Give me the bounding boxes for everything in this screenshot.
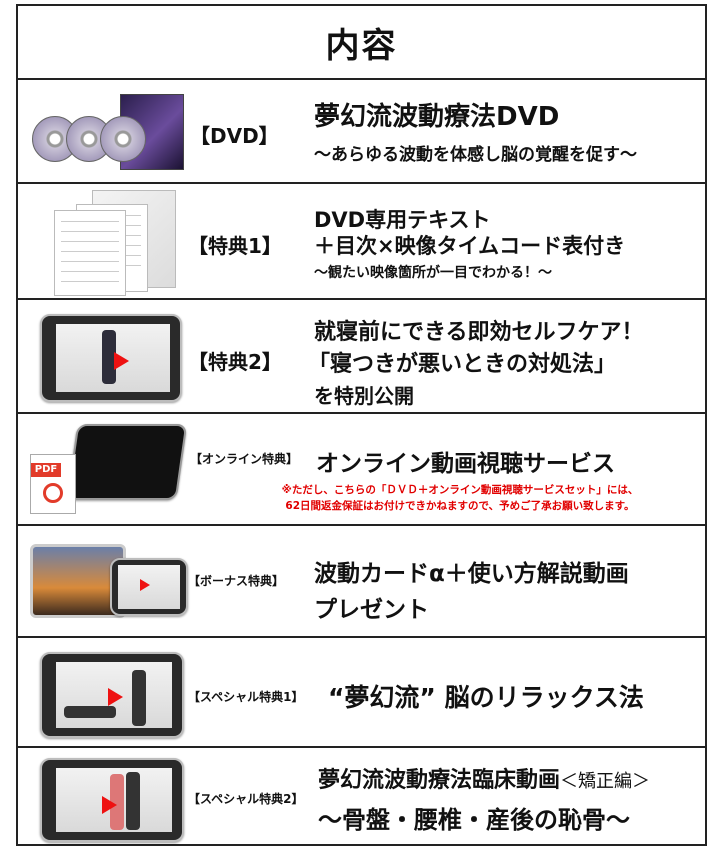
tablet-video-image (110, 558, 188, 616)
dvd-disc (100, 116, 146, 162)
tablet-video-image (40, 652, 184, 738)
item-tag: 【ボーナス特典】 (188, 574, 285, 588)
item-subtitle: ～あらゆる波動を体感し脳の覚醒を促す～ (314, 145, 637, 165)
video-screen (56, 768, 172, 832)
tablet-video-image (40, 758, 184, 842)
list-item-online-bonus: PDF 【オンライン特典】 オンライン動画視聴サービス ※ただし、こちらの「ＤＶ… (18, 414, 705, 526)
item-tag: 【特典1】 (188, 234, 282, 258)
content-table: 内容 【DVD】 夢幻流波動療法DVD ～あらゆる波動を体感し脳の覚醒を促す～ … (16, 4, 707, 846)
item-title-line2: プレゼント (314, 597, 429, 623)
list-item-bonus-2: 【特典2】 就寝前にできる即効セルフケア！ 「寝つきが悪いときの対処法」 を特別… (18, 300, 705, 414)
list-item-special-bonus-2: 【スペシャル特典2】 夢幻流波動療法臨床動画＜矯正編＞ ～骨盤・腰椎・産後の恥骨… (18, 748, 705, 846)
list-item-bonus-extra: 【ボーナス特典】 波動カードα＋使い方解説動画 プレゼント (18, 526, 705, 638)
item-title-line2: ＋目次×映像タイムコード表付き (314, 234, 626, 258)
item-title: DVD専用テキスト (314, 208, 491, 232)
item-title-line2: 「寝つきが悪いときの対処法」 (308, 352, 617, 377)
item-title-suffix: ＜矯正編＞ (560, 771, 651, 792)
list-item-dvd: 【DVD】 夢幻流波動療法DVD ～あらゆる波動を体感し脳の覚醒を促す～ (18, 78, 705, 184)
item-tag: 【スペシャル特典1】 (188, 690, 304, 704)
video-screen (56, 662, 172, 728)
pdf-file-icon: PDF (30, 454, 76, 514)
item-title-line3: を特別公開 (314, 384, 414, 408)
item-title: “夢幻流” 脳のリラックス法 (328, 683, 644, 712)
patient-figure (110, 774, 124, 830)
list-item-bonus-1: 【特典1】 DVD専用テキスト ＋目次×映像タイムコード表付き ～観たい映像箇所… (18, 184, 705, 300)
item-subtitle: ～観たい映像箇所が一目でわかる！～ (314, 265, 552, 281)
document-page (54, 210, 126, 296)
item-tag: 【スペシャル特典2】 (188, 792, 304, 806)
item-tag: 【特典2】 (188, 350, 282, 374)
play-icon (102, 796, 117, 814)
item-title-text: 夢幻流波動療法臨床動画 (318, 768, 561, 793)
refund-notice: ※ただし、こちらの「ＤＶＤ＋オンライン動画視聴サービスセット」には、 62日間返… (234, 482, 686, 514)
item-title: 夢幻流波動療法臨床動画＜矯正編＞ (318, 762, 650, 794)
card-and-video-image (30, 536, 190, 630)
play-icon (108, 688, 123, 706)
page-title: 内容 (325, 25, 398, 66)
item-title: 波動カードα＋使い方解説動画 (314, 561, 629, 587)
table-header: 内容 (18, 6, 705, 80)
item-tag: 【DVD】 (190, 124, 279, 148)
play-icon (114, 352, 129, 370)
tablet-image (66, 424, 188, 500)
item-title: 就寝前にできる即効セルフケア！ (314, 320, 644, 345)
refund-notice-line1: ※ただし、こちらの「ＤＶＤ＋オンライン動画視聴サービスセット」には、 (281, 484, 639, 496)
refund-notice-line2: 62日間返金保証はお付けできかねますので、予めご了承お願い致します。 (285, 500, 635, 512)
dvd-set-image (28, 88, 188, 174)
practitioner-figure (132, 670, 146, 726)
online-bonus-image: PDF (30, 424, 190, 518)
tablet-video-image (40, 314, 182, 402)
list-item-special-bonus-1: 【スペシャル特典1】 “夢幻流” 脳のリラックス法 (18, 638, 705, 748)
item-title: オンライン動画視聴サービス (316, 451, 615, 477)
practitioner-figure (126, 772, 140, 830)
acrobat-icon (43, 483, 63, 503)
video-screen (56, 324, 170, 392)
play-icon (140, 579, 150, 591)
item-tag: 【オンライン特典】 (190, 452, 299, 466)
item-title: 夢幻流波動療法DVD (314, 102, 560, 132)
item-subtitle: ～骨盤・腰椎・産後の恥骨～ (318, 806, 630, 834)
presenter-figure (102, 330, 116, 384)
pdf-label: PDF (31, 463, 61, 477)
video-screen (118, 565, 180, 609)
lying-figure (64, 706, 116, 718)
text-document-image (40, 190, 190, 296)
